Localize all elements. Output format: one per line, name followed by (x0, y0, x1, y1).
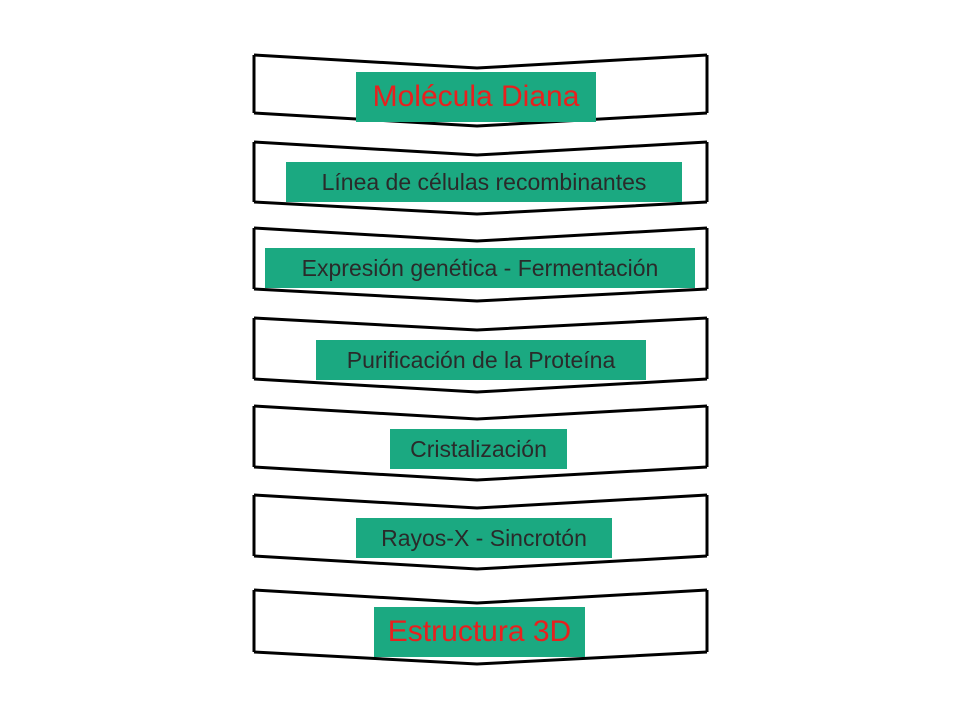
step-label-crystallization: Cristalización (390, 429, 567, 469)
step-label-gene-expression: Expresión genética - Fermentación (265, 248, 695, 288)
chevron-6 (252, 588, 709, 666)
chevron-4 (252, 404, 709, 482)
step-label-target-molecule: Molécula Diana (356, 72, 596, 122)
step-label-purification: Purificación de la Proteína (316, 340, 646, 380)
step-label-recombinant-cells: Línea de células recombinantes (286, 162, 682, 202)
chevron-1 (252, 140, 709, 216)
chevron-5 (252, 493, 709, 571)
step-label-xray-synchrotron: Rayos-X - Sincrotón (356, 518, 612, 558)
step-label-3d-structure: Estructura 3D (374, 607, 585, 657)
chevron-0 (252, 53, 709, 128)
chevron-2 (252, 226, 709, 303)
chevron-3 (252, 316, 709, 394)
